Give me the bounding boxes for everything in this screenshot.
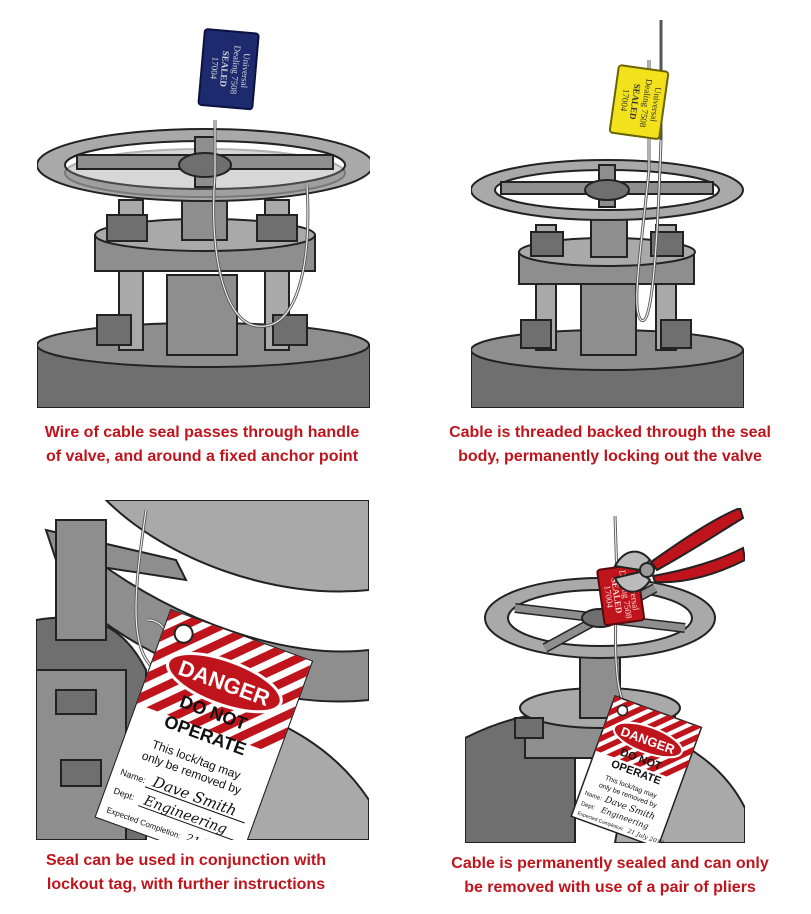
svg-text:Dept:: Dept: (580, 801, 596, 812)
lockout-tag: DANGER DO NOT OPERATE This lock/tag may … (94, 608, 314, 840)
illustration-cable-threaded-back: Universal Dealing 7508 SEALED 17004 (471, 20, 744, 408)
svg-text:17004: 17004 (209, 56, 221, 80)
caption-panel-3: Seal can be used in conjunction with loc… (0, 849, 372, 897)
lockout-tag-small: DANGER DO NOT OPERATE This lock/tag may … (570, 695, 703, 843)
caption-line: body, permanently locking out the valve (458, 448, 762, 465)
svg-text:17004: 17004 (619, 88, 632, 112)
svg-text:Universal: Universal (239, 53, 252, 89)
caption-line: of valve, and around a fixed anchor poin… (45, 448, 359, 465)
caption-panel-2: Cable is threaded backed through the sea… (420, 421, 800, 469)
illustration-pliers-removal: Universal Dealing 7508 SEALED 17004 (465, 508, 745, 843)
svg-text:SEALED: SEALED (218, 50, 231, 87)
illustration-wire-through-handle: Universal Dealing 7508 SEALED 17004 (37, 25, 370, 408)
caption-line: Wire of cable seal passes through handle (44, 424, 360, 441)
caption-panel-1: Wire of cable seal passes through handle… (0, 421, 404, 469)
navy-cable-seal: Universal Dealing 7508 SEALED 17004 (197, 28, 260, 111)
svg-text:Universal: Universal (648, 86, 663, 123)
caption-line: Seal can be used in conjunction with (45, 852, 327, 869)
caption-line: lockout tag, with further instructions (46, 876, 326, 893)
svg-text:Dealing 7508: Dealing 7508 (228, 45, 242, 95)
caption-line: Cable is permanently sealed and can only (451, 855, 769, 872)
illustration-seal-with-lockout-tag: DANGER DO NOT OPERATE This lock/tag may … (36, 500, 369, 840)
svg-text:17004: 17004 (602, 585, 615, 609)
caption-line: Cable is threaded backed through the sea… (449, 424, 771, 441)
caption-panel-4: Cable is permanently sealed and can only… (420, 852, 800, 900)
yellow-cable-seal: Universal Dealing 7508 SEALED 17004 (608, 64, 670, 140)
caption-line: be removed with use of a pair of pliers (464, 879, 756, 896)
pliers (613, 508, 745, 593)
svg-text:Name:: Name: (584, 791, 603, 803)
